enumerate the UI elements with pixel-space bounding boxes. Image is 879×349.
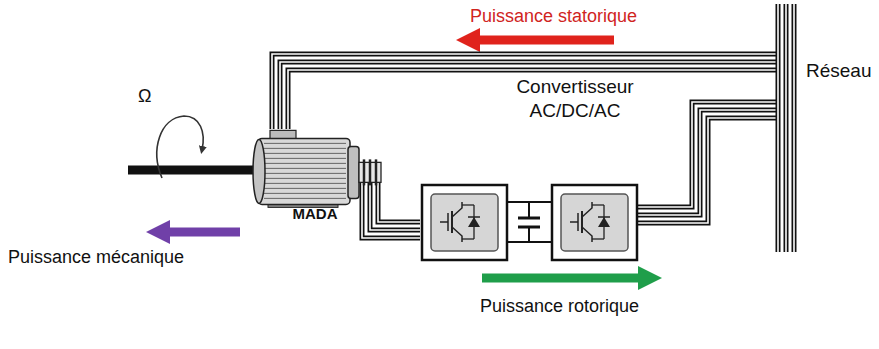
rotor-power-arrow [482, 274, 640, 283]
mechanical-power-arrow [166, 228, 240, 237]
rotor-power-arrowhead [638, 266, 662, 290]
power-label: Puissance mécanique [8, 247, 184, 268]
power-label: Puissance statorique [470, 6, 637, 27]
power-label: Puissance rotorique [480, 296, 639, 317]
node-text: Réseau [806, 59, 872, 83]
speed-symbol: Ω [138, 86, 151, 107]
node-text: MADA [270, 205, 360, 224]
stator-power-arrowhead [456, 28, 480, 52]
converter-drawing [410, 70, 654, 265]
three-phase-wire [362, 183, 420, 238]
three-phase-wire [635, 102, 778, 223]
grid-bus-drawing [770, 4, 875, 254]
shaft [128, 166, 262, 175]
rotation-arrow [157, 116, 203, 178]
mechanical-power-arrowhead [146, 220, 170, 244]
converter: Convertisseur AC/DC/AC [410, 70, 654, 265]
machine-mada: MADA [250, 125, 385, 228]
stator-power-arrow [476, 36, 614, 45]
node-text: Convertisseur AC/DC/AC [500, 75, 650, 123]
grid-bus: Réseau [770, 4, 875, 254]
